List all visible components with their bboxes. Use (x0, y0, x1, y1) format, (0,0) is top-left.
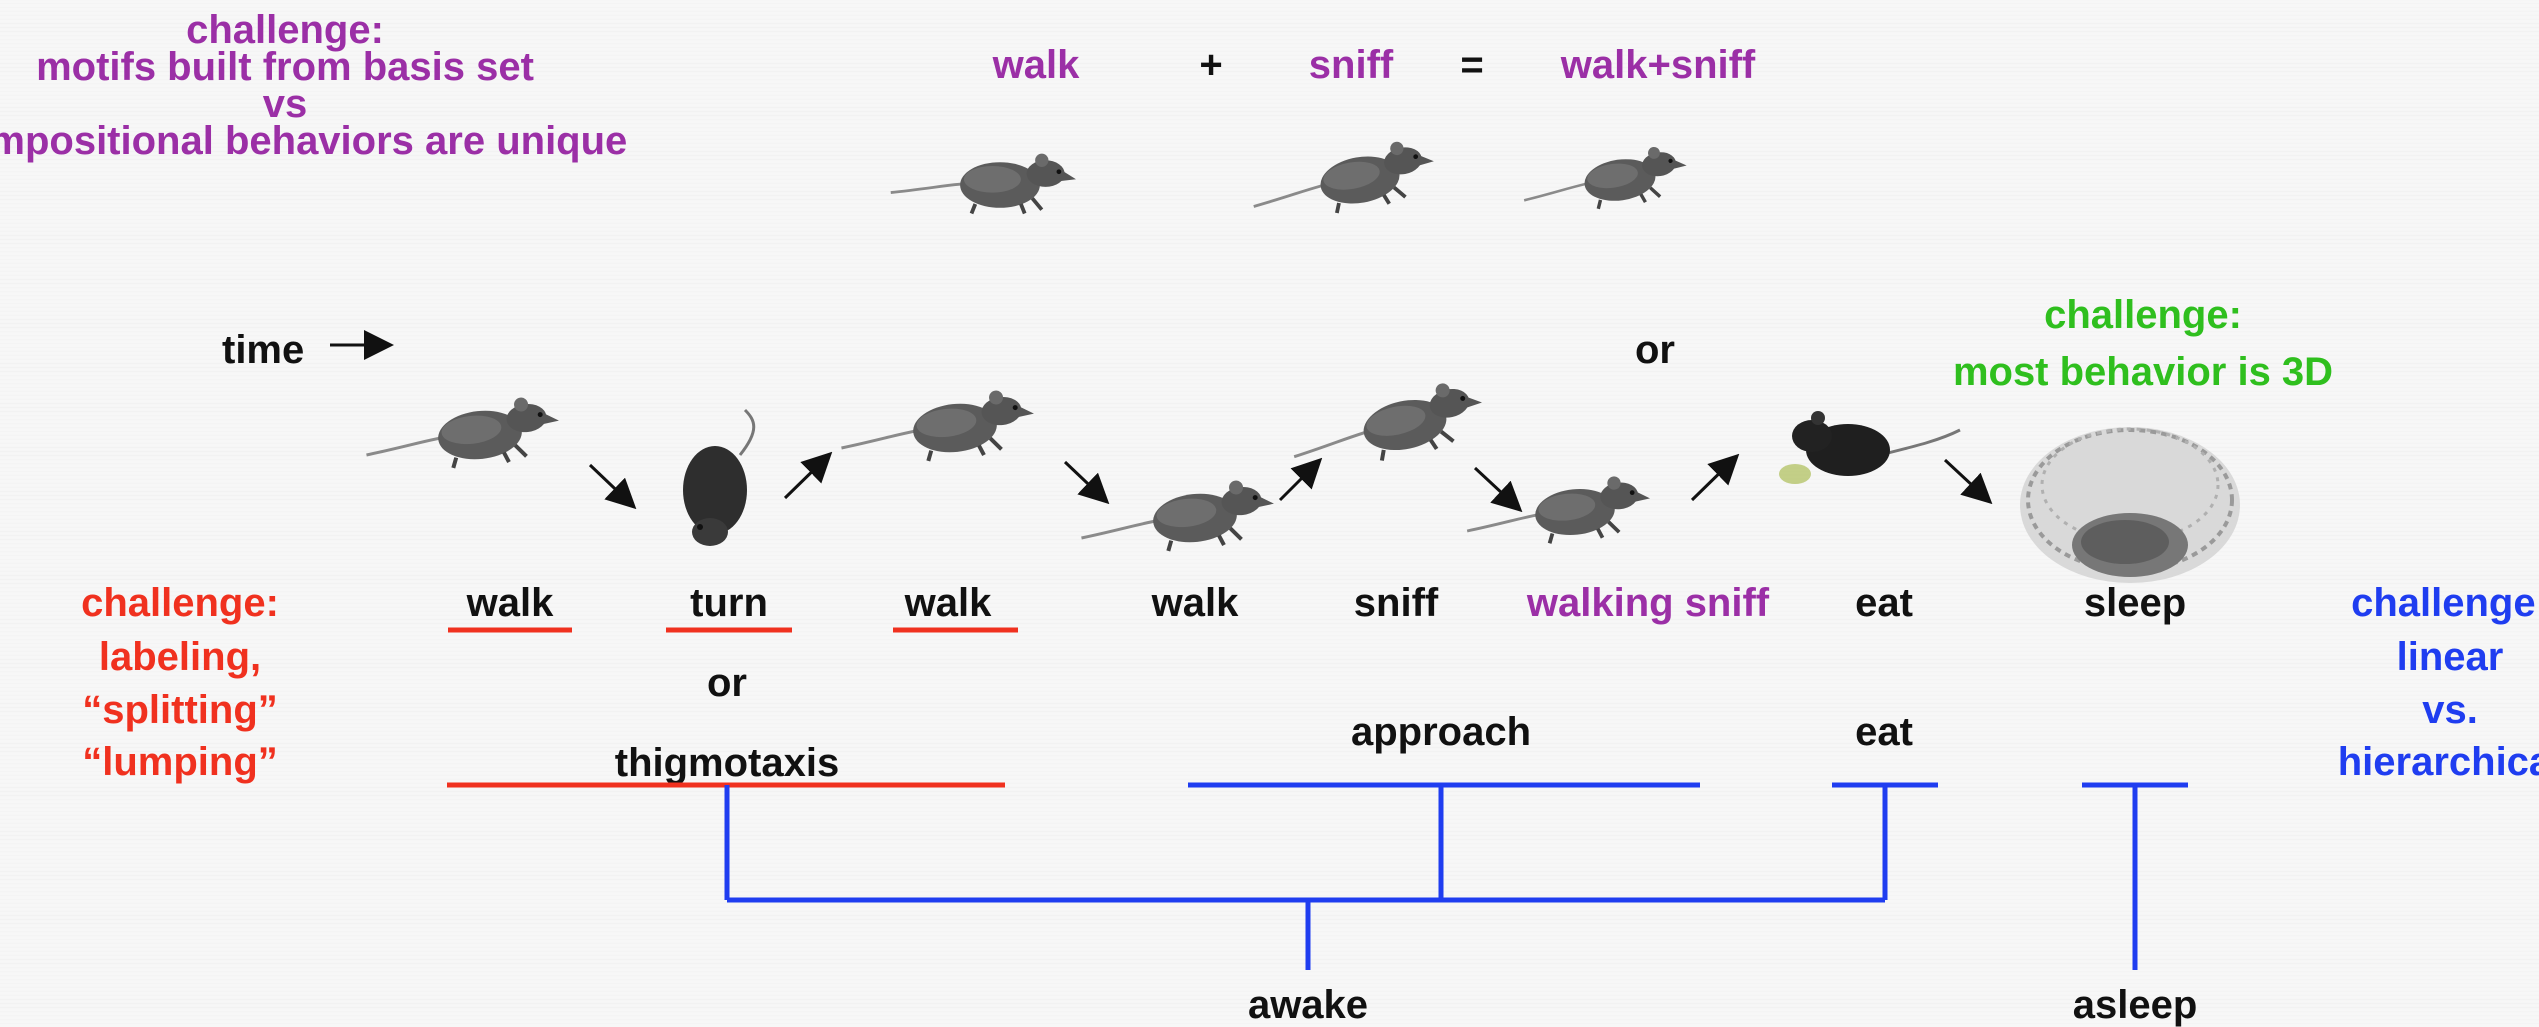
arrow-icon (785, 456, 828, 498)
mouse-icon (891, 154, 1076, 214)
mouse-icon (1247, 136, 1440, 227)
arrow-icon (1692, 458, 1735, 500)
arrow-icon (1475, 468, 1518, 508)
mouse-icon (837, 387, 1038, 470)
mouse-icon (1779, 411, 1960, 484)
mouse-icon (1077, 477, 1278, 560)
arrow-icon (1280, 462, 1318, 500)
arrow-icon (590, 465, 632, 505)
mouse-icon (362, 394, 563, 477)
arrow-icon (1065, 462, 1105, 500)
hierarchy-tree (727, 785, 2188, 970)
arrow-icon (1945, 460, 1988, 500)
nest-icon (2020, 427, 2240, 583)
mouse-icon (683, 410, 754, 546)
mouse-icon (1519, 143, 1691, 219)
